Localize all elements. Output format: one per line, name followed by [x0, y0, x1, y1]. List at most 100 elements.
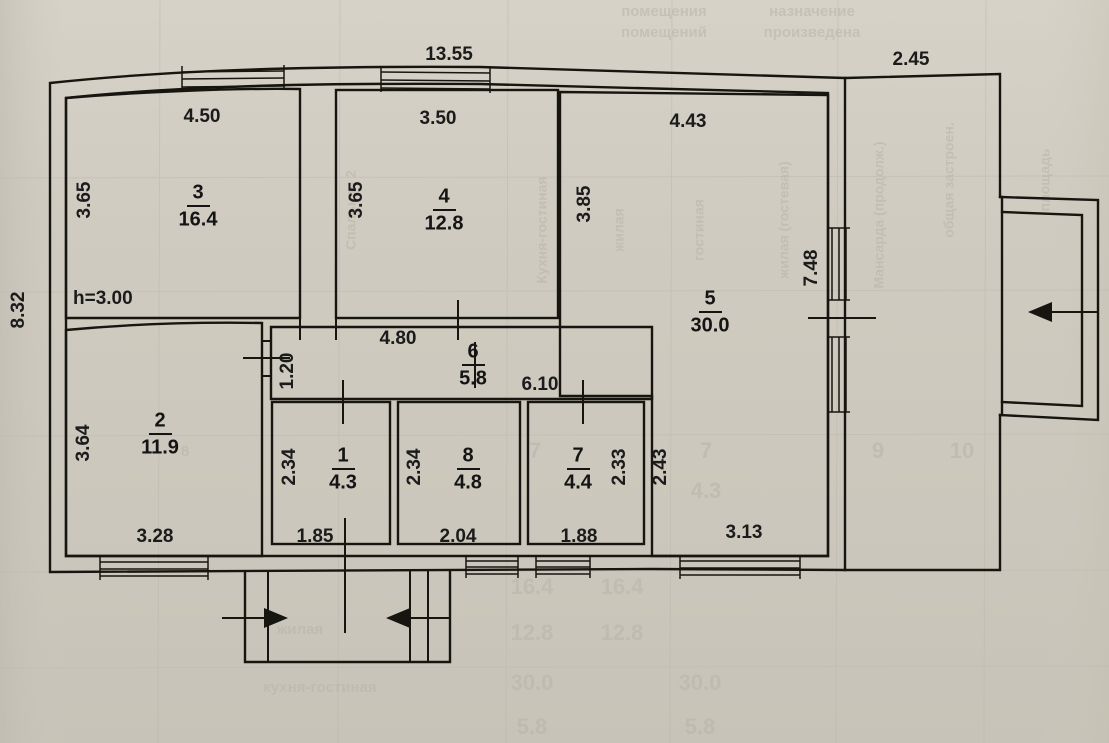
room-3-outline — [64, 87, 302, 320]
balcony-inner-outline — [1000, 210, 1084, 408]
dim-room4-top: 3.50 — [420, 108, 457, 129]
svg-text:Кухня-гостиная: Кухня-гостиная — [534, 176, 550, 283]
room-8-number: 8 — [462, 444, 473, 466]
room-label-1: 1 4.3 — [329, 444, 357, 493]
room-4-number: 4 — [438, 185, 450, 207]
dimension-ticks — [243, 296, 876, 572]
svg-text:30.0: 30.0 — [679, 670, 722, 695]
dim-room2-side: 3.64 — [73, 424, 94, 461]
room-label-5: 5 30.0 — [691, 287, 730, 336]
room-8-outline — [396, 400, 522, 546]
room-label-6: 6 5.8 — [459, 340, 487, 389]
window-top-left — [181, 65, 285, 90]
room-2-outline — [64, 321, 264, 558]
room-label-7: 7 4.4 — [564, 444, 593, 493]
ceiling-height-label: h=3.00 — [73, 288, 133, 309]
room-8-area: 4.8 — [454, 471, 482, 493]
dim-overall-top: 13.55 — [425, 44, 473, 65]
svg-text:16.4: 16.4 — [511, 574, 555, 599]
room-2-number: 2 — [154, 409, 165, 431]
svg-text:4.3: 4.3 — [691, 478, 722, 503]
window-top-middle — [380, 66, 491, 93]
dim-room7-side: 2.33 — [609, 449, 630, 486]
balcony-outline — [998, 195, 1100, 422]
dim-overall-left: 8.32 — [8, 292, 29, 329]
dim-room8-side: 2.34 — [404, 448, 425, 485]
svg-text:Мансарда (продолж.): Мансарда (продолж.) — [871, 141, 887, 288]
svg-text:помещения: помещения — [621, 3, 707, 20]
dim-room5-side: 3.85 — [574, 185, 595, 222]
dim-corridor-width: 4.80 — [380, 328, 417, 349]
svg-text:16.4: 16.4 — [601, 574, 645, 599]
room-7-outline — [526, 400, 646, 546]
dim-corridor-run: 6.10 — [522, 374, 559, 395]
svg-text:10: 10 — [950, 438, 974, 463]
dim-wing-top: 2.45 — [893, 49, 930, 70]
window-bottom-room7 — [535, 556, 591, 578]
svg-text:5.8: 5.8 — [685, 714, 716, 739]
room-label-3: 3 16.4 — [179, 181, 219, 230]
dim-room1-side: 2.34 — [279, 448, 300, 485]
svg-text:площадь: площадь — [1037, 148, 1053, 211]
svg-text:5.8: 5.8 — [517, 714, 548, 739]
room-label-8: 8 4.8 — [454, 444, 482, 493]
room-3-number: 3 — [192, 181, 203, 203]
svg-text:12.8: 12.8 — [601, 620, 644, 645]
window-bottom-room8 — [465, 556, 519, 578]
svg-text:Спальная 2: Спальная 2 — [343, 170, 359, 250]
svg-text:жилая: жилая — [611, 208, 627, 252]
dim-corridor-depth: 1.20 — [277, 353, 298, 390]
svg-text:8: 8 — [181, 443, 189, 460]
dim-room3-side: 3.65 — [74, 181, 95, 218]
svg-text:назначение: назначение — [769, 3, 855, 20]
corridor-door-reveal — [261, 340, 272, 377]
room-2-area: 11.9 — [141, 436, 179, 458]
svg-text:7: 7 — [529, 438, 541, 463]
room-5-number: 5 — [704, 287, 715, 309]
dim-right-wall: 7.48 — [801, 250, 822, 287]
room-6-number: 6 — [467, 340, 478, 362]
dim-room8-bottom: 2.04 — [440, 526, 477, 547]
room-6-area: 5.8 — [459, 367, 487, 389]
svg-text:7: 7 — [700, 438, 712, 463]
svg-text:общая застроен.: общая застроен. — [941, 122, 957, 237]
dim-room2-bottom: 3.28 — [137, 526, 174, 547]
window-right-lower — [828, 336, 850, 413]
room-4-outline — [334, 88, 560, 320]
svg-text:гостиная: гостиная — [691, 199, 707, 261]
porch-entry-arrows — [222, 545, 450, 633]
svg-text:12.8: 12.8 — [511, 620, 554, 645]
dim-room5-top: 4.43 — [670, 111, 707, 132]
room-5-outline — [558, 90, 830, 558]
svg-text:кухня-гостиная: кухня-гостиная — [263, 679, 376, 696]
room-5-area: 30.0 — [691, 314, 730, 336]
dim-hall-side: 2.43 — [650, 449, 671, 486]
room-label-2: 2 11.9 — [141, 409, 179, 458]
dim-room4-side: 3.65 — [346, 181, 367, 218]
window-bottom-room2 — [99, 556, 209, 580]
svg-text:помещений: помещений — [621, 24, 707, 41]
room-1-outline — [270, 400, 392, 546]
svg-text:жилая: жилая — [276, 621, 323, 638]
dim-hall-bottom: 3.13 — [726, 522, 763, 543]
room-4-area: 12.8 — [425, 212, 464, 234]
dim-room1-bottom: 1.85 — [297, 526, 334, 547]
svg-text:30.0: 30.0 — [511, 670, 554, 695]
svg-text:9: 9 — [872, 438, 884, 463]
room-1-number: 1 — [337, 444, 348, 466]
room-7-area: 4.4 — [564, 471, 593, 493]
dim-room3-top: 4.50 — [184, 106, 221, 127]
outer-wall-outline — [48, 65, 1004, 574]
window-bottom-hall — [679, 556, 801, 579]
room-3-area: 16.4 — [179, 208, 219, 230]
room-1-area: 4.3 — [329, 471, 357, 493]
dim-room7-bottom: 1.88 — [561, 526, 598, 547]
room-7-number: 7 — [572, 444, 583, 466]
room-label-4: 4 12.8 — [425, 185, 464, 234]
window-right-upper — [828, 227, 850, 301]
svg-text:жилая (гостевая): жилая (гостевая) — [776, 161, 792, 279]
